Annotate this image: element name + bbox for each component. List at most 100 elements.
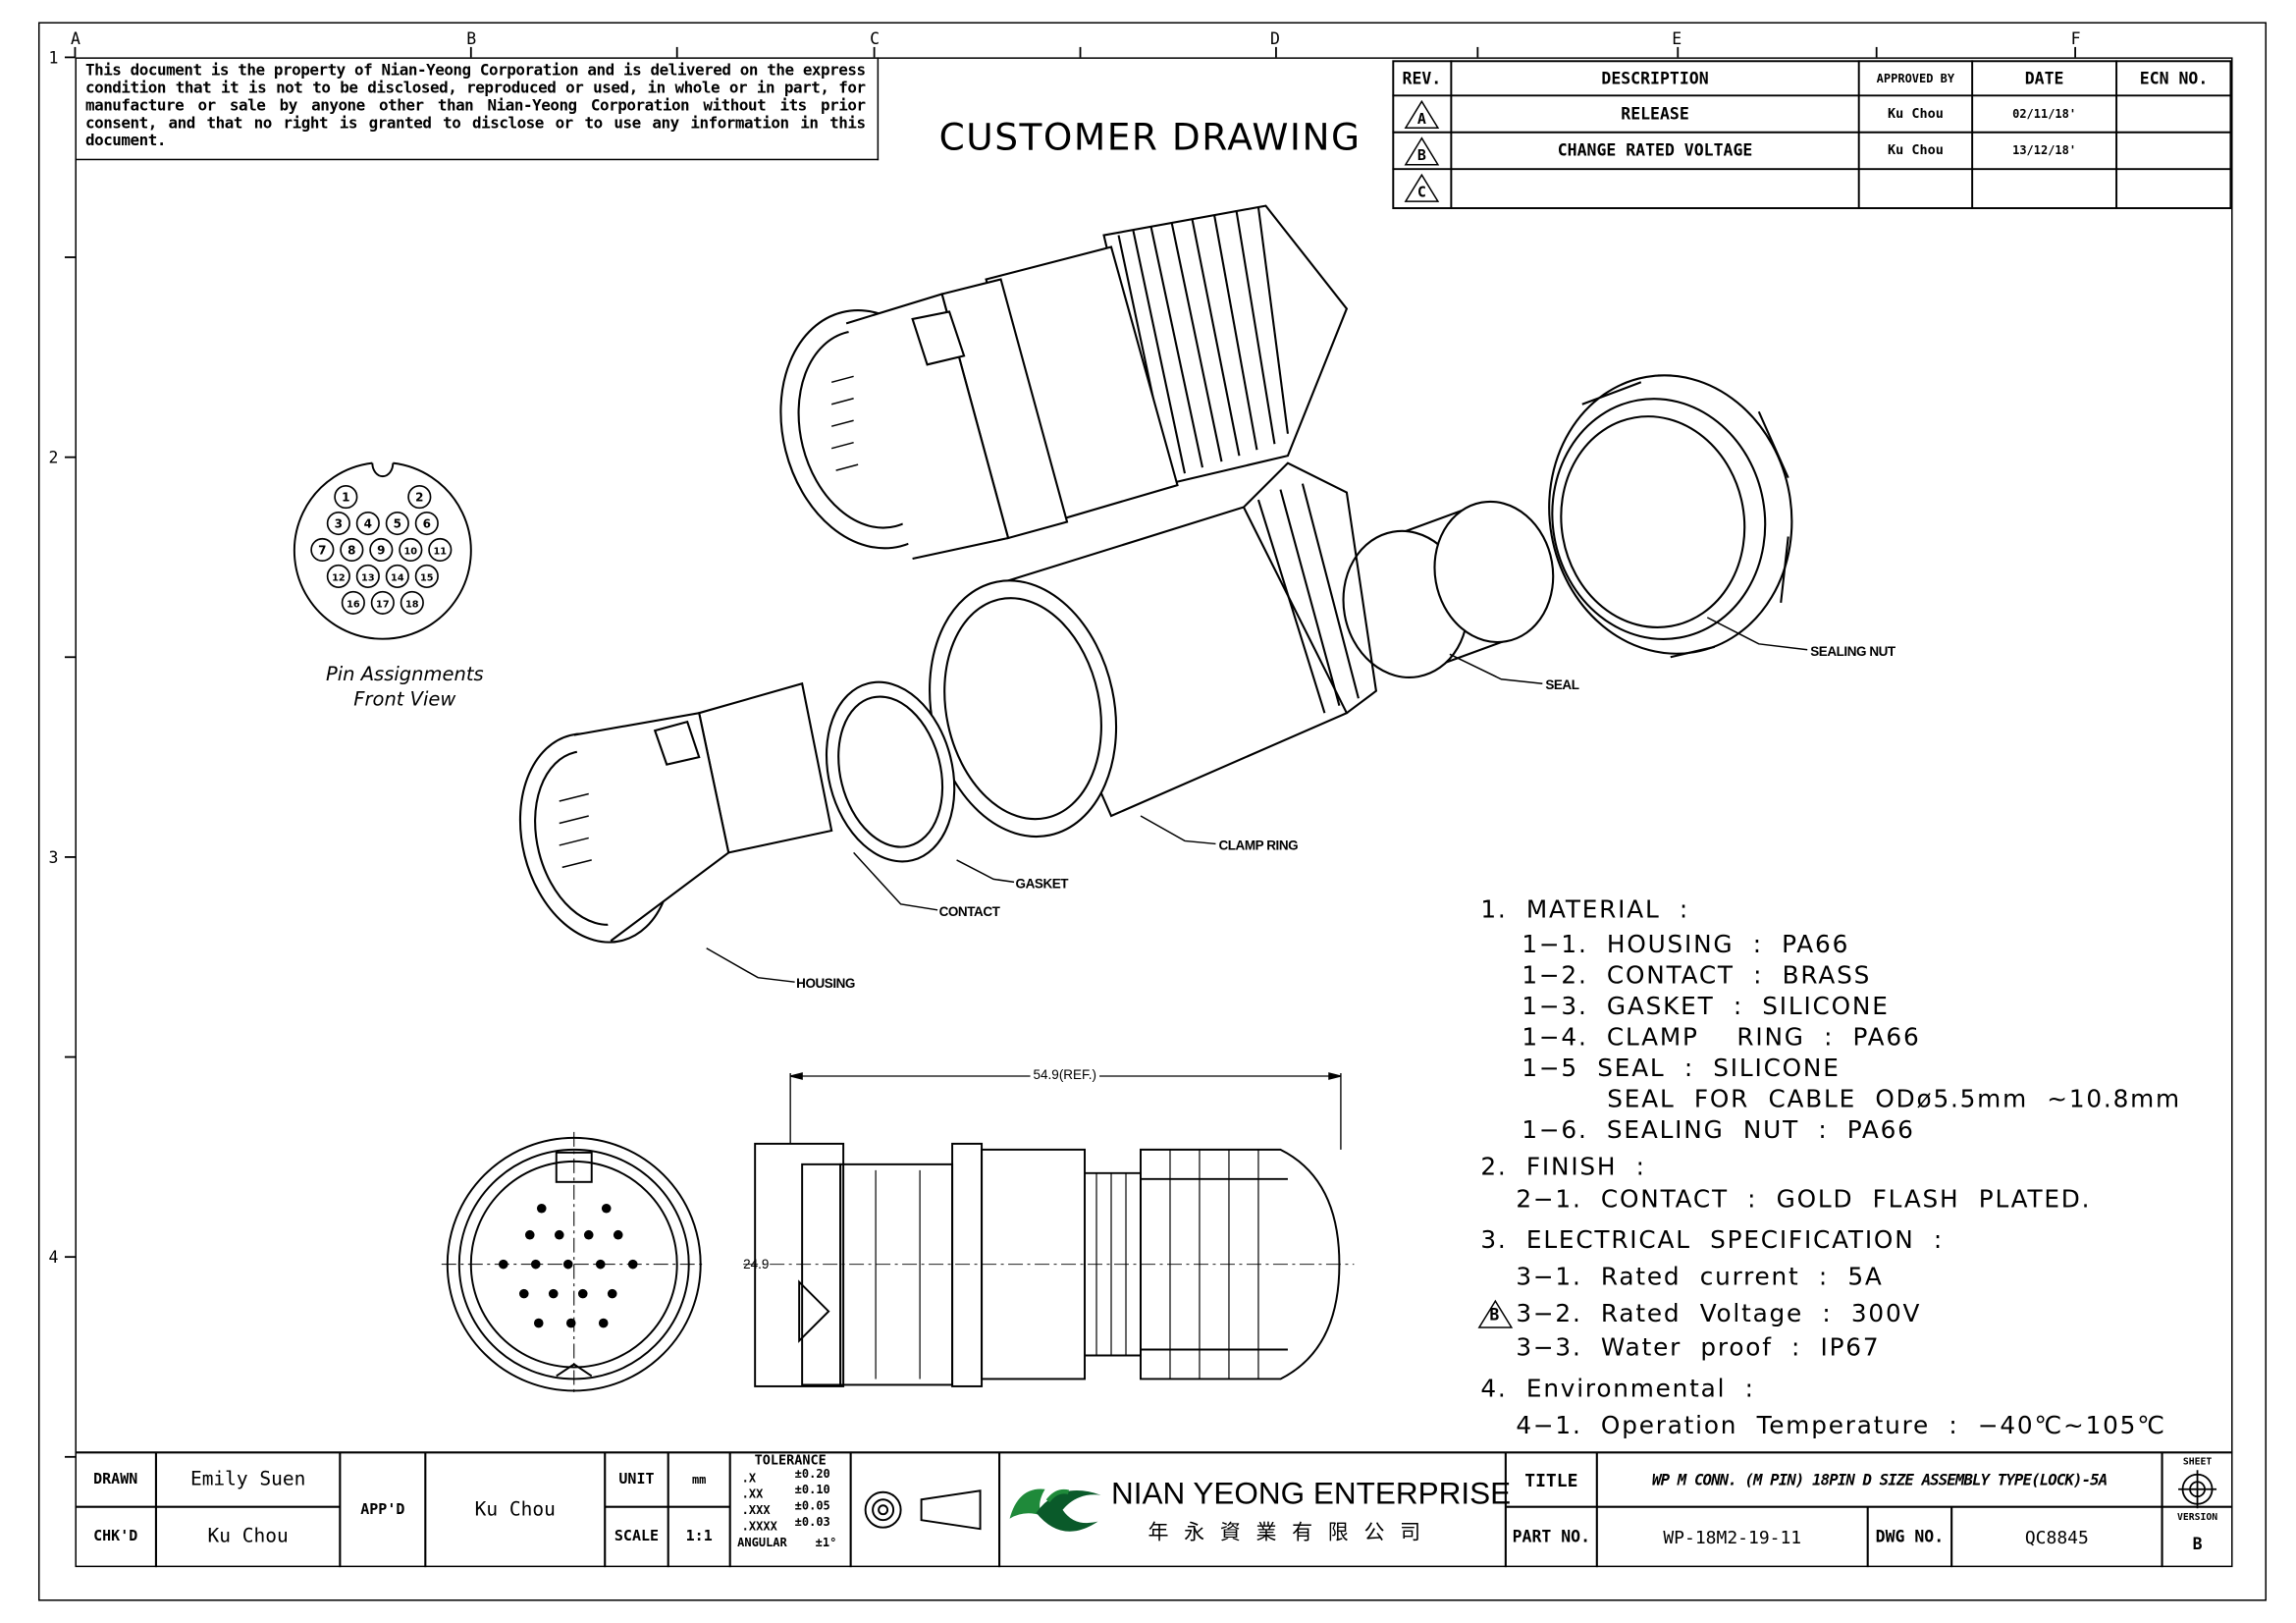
pin-number: 17 — [376, 599, 390, 610]
rev-b-flag-icon — [1477, 1299, 1514, 1328]
note-rated-voltage: 3−2. Rated Voltage : 300V — [1516, 1299, 1922, 1328]
front-view — [441, 1131, 707, 1397]
side-view — [743, 1072, 1355, 1387]
pin-number: 7 — [318, 543, 326, 557]
revision-table-grid — [1392, 60, 2232, 209]
tolerance-title: TOLERANCE — [754, 1453, 827, 1469]
callout-sealing-nut: SEALING NUT — [1810, 643, 1896, 659]
note-water-proof: 3−3. Water proof : IP67 — [1516, 1333, 1881, 1362]
appd-label: APP'D — [360, 1501, 405, 1518]
confidentiality-notice: This document is the property of Nian-Ye… — [84, 61, 866, 150]
zone-row-2: 2 — [48, 448, 59, 468]
note-seal-cable: SEAL FOR CABLE ODø5.5mm ~10.8mm — [1607, 1084, 2181, 1113]
pin-circle — [414, 511, 439, 536]
callout-gasket: GASKET — [1015, 876, 1069, 892]
tolerance-value-1: ±0.20 — [794, 1467, 830, 1481]
exploded-view — [518, 374, 1793, 944]
front-view-contact — [601, 1203, 612, 1214]
tolerance-label-5: ANGULAR — [737, 1536, 787, 1550]
callout-housing: HOUSING — [796, 976, 855, 992]
pin-circle — [340, 537, 364, 563]
pin-number: 5 — [394, 517, 401, 531]
rev-row-a-date: 02/11/18' — [2012, 107, 2077, 121]
callout-contact: CONTACT — [938, 903, 1000, 919]
pin-circle — [355, 511, 380, 536]
drawn-label: DRAWN — [93, 1471, 138, 1488]
company-logo-icon — [1009, 1488, 1101, 1532]
pin-circle — [369, 537, 394, 563]
pin-number: 12 — [332, 572, 346, 583]
title-block-grid — [75, 1451, 2233, 1568]
note-contact-finish: 2−1. CONTACT : GOLD FLASH PLATED. — [1516, 1184, 2092, 1214]
zone-col-a: A — [70, 28, 80, 49]
front-view-contact — [565, 1318, 576, 1328]
pin-circle — [326, 511, 350, 536]
rev-header-approved: APPROVED BY — [1876, 71, 1955, 85]
front-view-contact — [627, 1259, 638, 1270]
drawn-value: Emily Suen — [189, 1468, 306, 1491]
pin-assignments-caption: Pin Assignments Front View — [294, 663, 515, 713]
front-view-contact — [530, 1259, 541, 1270]
front-view-contact — [554, 1229, 564, 1240]
pin-circle — [370, 590, 395, 615]
assembled-connector-isometric — [779, 204, 1349, 560]
zone-col-f: F — [2070, 28, 2081, 49]
pin-circle — [407, 485, 432, 510]
note-seal: 1−5 SEAL : SILICONE — [1522, 1054, 1841, 1082]
dwg-no-value: QC8845 — [2024, 1526, 2089, 1547]
rev-header-description: DESCRIPTION — [1601, 68, 1709, 88]
rev-row-c-rev: C — [1416, 184, 1426, 201]
projection-symbol-icon — [864, 1489, 982, 1531]
dwg-no-label: DWG NO. — [1875, 1527, 1945, 1547]
tolerance-label-4: .XXXX — [741, 1520, 777, 1534]
tolerance-label-1: .X — [741, 1471, 757, 1486]
chkd-value: Ku Chou — [207, 1526, 289, 1548]
front-view-contact — [533, 1318, 544, 1328]
part-no-value: WP-18M2-19-11 — [1663, 1526, 1802, 1547]
note-gasket: 1−3. GASKET : SILICONE — [1522, 992, 1890, 1021]
tolerance-label-2: .XX — [741, 1488, 764, 1501]
pin-circle — [341, 590, 365, 615]
tolerance-value-4: ±0.03 — [794, 1515, 830, 1530]
rev-b-flag-label: B — [1489, 1305, 1500, 1325]
rev-row-b-rev: B — [1416, 147, 1426, 164]
pin-number: 18 — [405, 599, 419, 610]
front-view-contact — [524, 1229, 535, 1240]
appd-value: Ku Chou — [474, 1498, 556, 1521]
zone-row-1: 1 — [48, 48, 59, 68]
pin-number: 16 — [347, 599, 360, 610]
pin-caption-line-1: Pin Assignments — [325, 664, 484, 687]
zone-row-4: 4 — [48, 1248, 59, 1268]
front-view-contact — [613, 1229, 623, 1240]
dimension-diameter: 24.9 — [743, 1257, 770, 1272]
pin-number: 13 — [361, 572, 375, 583]
pin-circle — [310, 537, 335, 563]
front-view-contact — [498, 1259, 508, 1270]
tolerance-block: TOLERANCE .X ±0.20 .XX ±0.10 .XXX ±0.05 … — [733, 1454, 848, 1566]
pin-number: 6 — [423, 517, 431, 531]
front-view-contact — [548, 1288, 559, 1299]
pin-circle — [400, 590, 424, 615]
tolerance-value-2: ±0.10 — [794, 1483, 830, 1497]
pin-circle — [326, 564, 350, 588]
unit-label: UNIT — [618, 1471, 655, 1488]
pin-number: 15 — [420, 572, 434, 583]
pin-number: 8 — [347, 543, 355, 557]
note-sealing-nut: 1−6. SEALING NUT : PA66 — [1522, 1115, 1915, 1144]
notice-box — [75, 57, 880, 161]
scale-label: SCALE — [614, 1529, 660, 1545]
pin-number: 11 — [434, 546, 448, 557]
inner-frame — [75, 57, 2233, 1568]
front-view-contact — [536, 1203, 547, 1214]
callout-clamp-ring: CLAMP RING — [1218, 838, 1299, 853]
pin-circle — [428, 537, 453, 563]
note-rated-current: 3−1. Rated current : 5A — [1516, 1263, 1884, 1291]
pin-number: 2 — [415, 491, 423, 505]
note-material: 1. MATERIAL : — [1480, 894, 1690, 924]
pin-circle — [414, 564, 439, 588]
part-no-label: PART NO. — [1512, 1527, 1591, 1547]
